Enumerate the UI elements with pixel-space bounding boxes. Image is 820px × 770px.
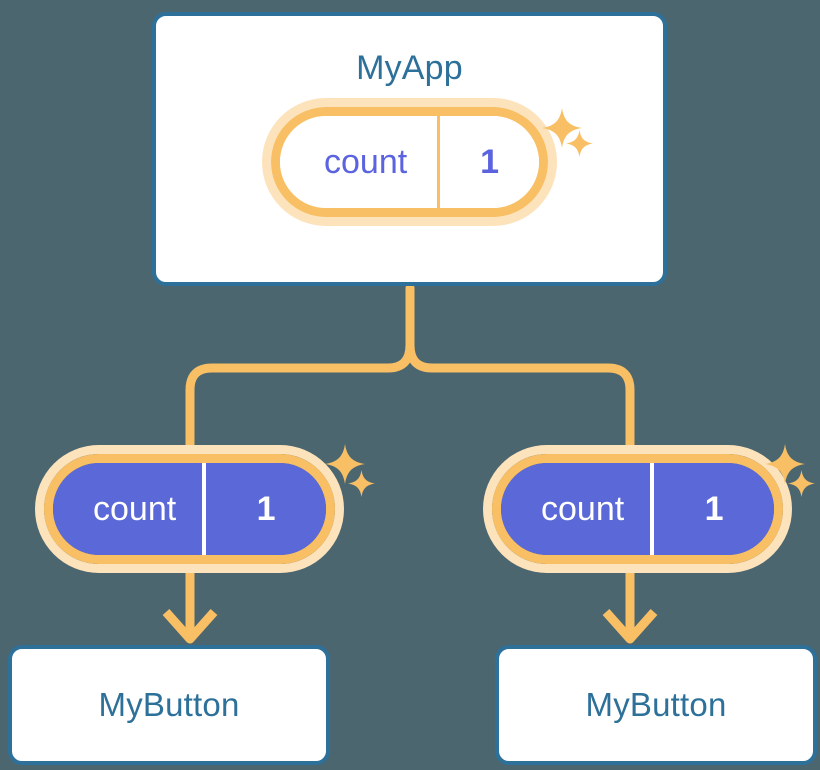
component-card-content: MyButton bbox=[12, 649, 326, 761]
state-pill-key: count bbox=[280, 116, 441, 208]
sparkle-icon-large-left bbox=[325, 444, 365, 484]
component-card-content: MyButton bbox=[499, 649, 813, 761]
wire-branch-left bbox=[185, 340, 415, 475]
state-pill-right[interactable]: count 1 bbox=[492, 454, 783, 564]
sparkle-icon-small-left bbox=[348, 470, 375, 497]
state-pill-value: 1 bbox=[480, 142, 500, 181]
component-title-mybutton-left: MyButton bbox=[98, 686, 240, 723]
state-pill-key: count bbox=[53, 463, 207, 555]
state-pill-ring bbox=[271, 107, 548, 217]
sparkle-icon-small-right bbox=[788, 470, 815, 497]
wire-left-arrow-head bbox=[162, 609, 218, 644]
wire-branch-right bbox=[405, 340, 635, 475]
wire-right-arrow-head bbox=[602, 609, 658, 644]
state-pill-value: 1 bbox=[256, 489, 276, 528]
component-card-mybutton-left[interactable]: MyButton bbox=[8, 645, 330, 765]
component-title-myapp: MyApp bbox=[356, 49, 463, 87]
state-pill-key: count bbox=[501, 463, 655, 555]
state-pill-value: 1 bbox=[704, 489, 724, 528]
component-title-mybutton-right: MyButton bbox=[585, 686, 727, 723]
component-card-mybutton-right[interactable]: MyButton bbox=[495, 645, 817, 765]
state-pill-left[interactable]: count 1 bbox=[44, 454, 335, 564]
state-pill-body: count 1 bbox=[501, 463, 774, 555]
state-pill-root[interactable]: count 1 bbox=[271, 107, 548, 217]
state-pill-body: count 1 bbox=[280, 116, 539, 208]
state-pill-ring bbox=[492, 454, 783, 564]
state-pill-body: count 1 bbox=[53, 463, 326, 555]
